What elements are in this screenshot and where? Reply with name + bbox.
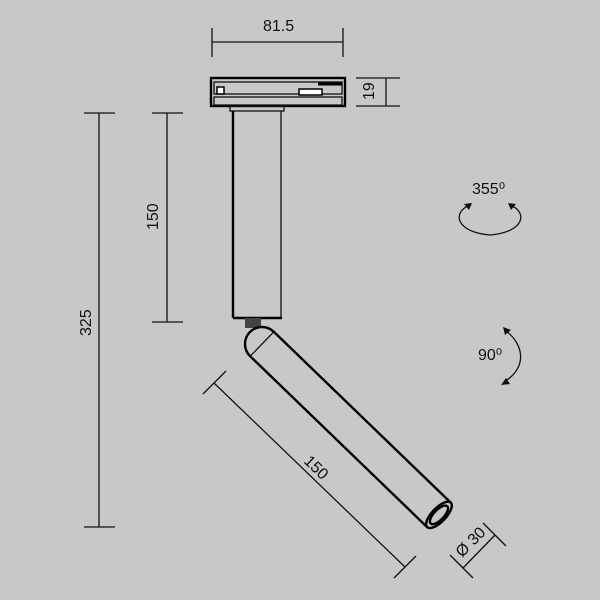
dimension-tube-length: 150: [202, 370, 417, 579]
adapter-height-label: 19: [361, 82, 378, 100]
track-adapter: [209, 76, 347, 112]
horizontal-rotation-indicator: 355⁰: [458, 181, 522, 236]
rotation-arrowheads-icon: [464, 203, 516, 210]
tilt-arrowheads-icon: [501, 327, 511, 385]
adapter-width-label: 81.5: [263, 18, 294, 35]
dimension-adapter-width: 81.5: [211, 18, 344, 57]
stem-length-label: 150: [145, 203, 162, 230]
tube-length-label: 150: [300, 453, 331, 484]
tube-diameter-label: Ø 30: [453, 524, 490, 561]
dimension-adapter-height: 19: [356, 77, 400, 107]
vertical-rotation-indicator: 90⁰: [478, 327, 522, 385]
stem: [231, 111, 282, 328]
dimension-tube-diameter: Ø 30: [449, 522, 507, 579]
dimension-stem-length: 150: [145, 112, 183, 323]
dimension-total-height: 325: [78, 112, 115, 528]
vertical-rotation-label: 90⁰: [478, 347, 502, 364]
spot-tube: [243, 325, 453, 530]
horizontal-rotation-label: 355⁰: [472, 181, 505, 198]
total-height-label: 325: [78, 309, 95, 336]
